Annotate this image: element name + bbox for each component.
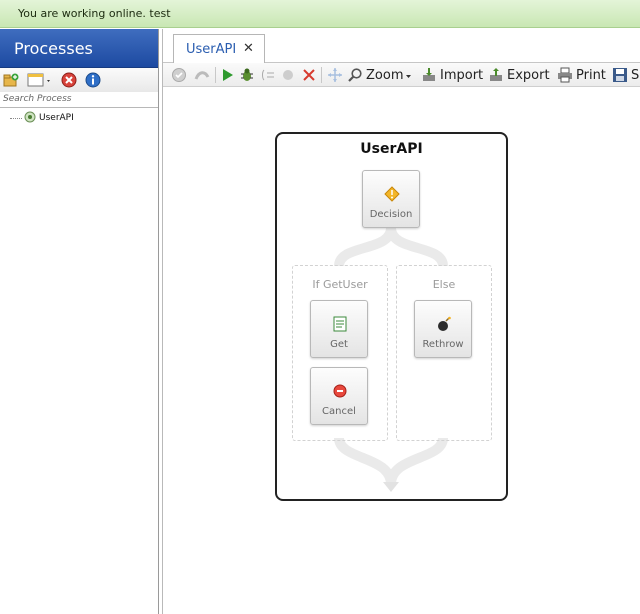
get-label: Get	[330, 339, 348, 350]
zoom-label: Zoom	[366, 67, 404, 83]
tab-bar: UserAPI ✕	[163, 29, 640, 63]
publish-icon[interactable]	[194, 67, 210, 83]
processes-header: Processes	[0, 29, 158, 68]
print-icon	[558, 67, 572, 83]
search-input[interactable]: Search Process	[0, 92, 158, 108]
save-icon	[613, 68, 627, 82]
import-icon	[423, 68, 435, 81]
add-folder-icon[interactable]	[3, 72, 19, 88]
info-icon[interactable]	[85, 72, 101, 88]
tree-connector	[10, 117, 22, 119]
toolbar-divider	[215, 67, 216, 83]
branch-else[interactable]: Else Rethrow	[396, 265, 492, 441]
save-label: Sa	[631, 67, 640, 83]
editor-area: UserAPI ✕ Zoom	[162, 29, 640, 614]
new-process-dropdown-icon[interactable]	[27, 72, 53, 88]
debug-icon[interactable]	[239, 67, 255, 83]
toolbar-divider	[321, 67, 322, 83]
panel-title: Processes	[14, 39, 93, 58]
rethrow-node[interactable]: Rethrow	[414, 300, 472, 358]
cancel-label: Cancel	[322, 406, 356, 417]
workflow-title: UserAPI	[360, 141, 423, 157]
processes-panel: Processes Search Process UserAPI	[0, 29, 159, 614]
cancel-step-icon	[332, 383, 348, 399]
import-button[interactable]: Import	[421, 67, 483, 83]
tree-item[interactable]: UserAPI	[10, 111, 74, 125]
get-icon	[332, 316, 348, 332]
export-icon	[490, 68, 502, 81]
export-button[interactable]: Export	[488, 67, 550, 83]
status-text: You are working online. test	[18, 7, 171, 20]
tab-userapi[interactable]: UserAPI ✕	[173, 34, 265, 63]
move-icon[interactable]	[327, 67, 343, 83]
tree-item-label: UserAPI	[39, 113, 74, 123]
print-button[interactable]: Print	[557, 67, 606, 83]
branch-if-getuser[interactable]: If GetUser Get Cancel	[292, 265, 388, 441]
process-icon	[24, 111, 36, 126]
get-node[interactable]: Get	[310, 300, 368, 358]
cancel-icon[interactable]	[302, 67, 316, 83]
processes-toolbar	[0, 68, 158, 93]
status-bar: You are working online. test	[0, 0, 640, 28]
zoom-button[interactable]: Zoom	[347, 67, 413, 83]
close-icon[interactable]: ✕	[243, 41, 254, 56]
stop-icon[interactable]	[281, 67, 295, 83]
decision-node[interactable]: Decision	[362, 170, 420, 228]
import-label: Import	[440, 67, 484, 83]
chevron-down-icon	[406, 75, 412, 78]
tab-label: UserAPI	[186, 42, 237, 57]
editor-toolbar: Zoom Import Export Print Sa	[163, 63, 640, 87]
branch-label: Else	[432, 278, 456, 291]
save-button[interactable]: Sa	[612, 67, 640, 83]
zoom-icon	[348, 68, 362, 82]
branch-label: If GetUser	[312, 278, 368, 291]
bomb-icon	[436, 316, 452, 332]
export-label: Export	[507, 67, 550, 83]
rethrow-label: Rethrow	[422, 339, 464, 350]
print-label: Print	[576, 67, 606, 83]
decision-label: Decision	[369, 209, 413, 220]
run-icon[interactable]	[221, 67, 235, 83]
delete-icon[interactable]	[61, 72, 77, 88]
check-icon[interactable]	[171, 67, 187, 83]
cancel-node[interactable]: Cancel	[310, 367, 368, 425]
decision-icon	[384, 186, 400, 202]
workflow-card[interactable]: UserAPI Decision If GetUser Get Cancel E	[275, 132, 508, 501]
step-icon[interactable]	[260, 67, 276, 83]
